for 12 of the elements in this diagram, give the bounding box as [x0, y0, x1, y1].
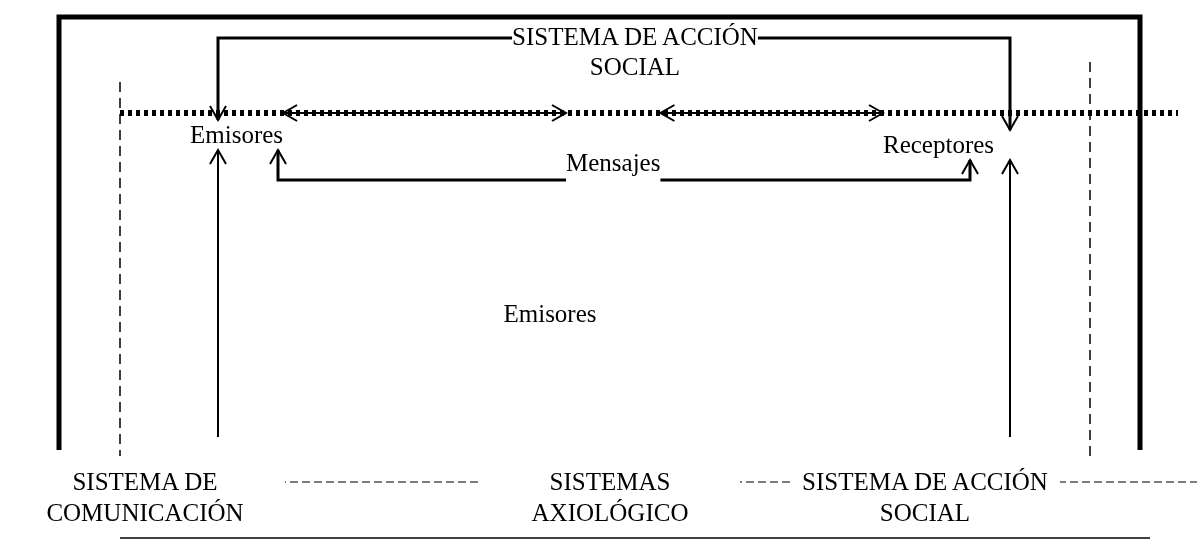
arrow: [757, 36, 1019, 131]
text-label: SISTEMA DE ACCIÓN SOCIAL: [475, 22, 795, 82]
arrow: [269, 149, 566, 182]
arrow: [282, 104, 567, 122]
text-label: Receptores: [883, 130, 995, 160]
text-label: Emisores: [190, 120, 284, 150]
arrow: [1001, 159, 1019, 438]
arrow: [660, 159, 979, 182]
arrow: [209, 36, 513, 121]
arrow: [209, 149, 227, 438]
text-label: Mensajes: [566, 148, 661, 178]
arrow: [659, 104, 884, 122]
